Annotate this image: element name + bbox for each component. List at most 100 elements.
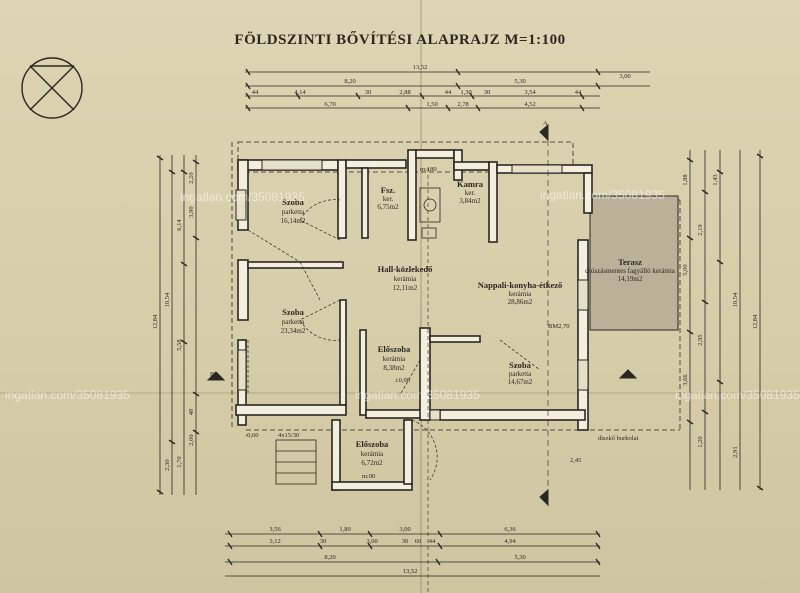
svg-text:13,52: 13,52 — [413, 64, 428, 71]
room-area: 14,67m2 — [508, 378, 533, 386]
svg-text:44: 44 — [252, 89, 259, 96]
room-name-szoba-3: Szoba — [509, 360, 531, 370]
left-dimension-lines — [156, 155, 200, 495]
north-arrow-icon — [21, 57, 83, 119]
watermark-text: ingatlan.com/35081935 — [675, 388, 800, 402]
room-area: 3,84m2 — [459, 197, 481, 205]
room-material: kerámia — [394, 275, 417, 283]
svg-text:13,52: 13,52 — [403, 568, 418, 575]
svg-text:2,91: 2,91 — [732, 446, 739, 457]
walls — [235, 149, 593, 491]
bathroom-fixtures — [419, 187, 441, 239]
room-material: parketta — [509, 370, 532, 378]
bottom-dimension-labels: 3,56 1,80 3,00 6,36 3,12 30 3,00 30 60 4… — [269, 526, 525, 575]
svg-text:1,80: 1,80 — [339, 526, 350, 533]
svg-text:12,84: 12,84 — [152, 314, 159, 329]
svg-text:5,00: 5,00 — [682, 264, 689, 275]
svg-text:3,00: 3,00 — [399, 526, 410, 533]
room-name-kamra: Kamra — [457, 179, 484, 189]
slope-note: 2,45 — [570, 457, 581, 464]
door-swings — [247, 199, 541, 481]
svg-text:2,78: 2,78 — [457, 101, 468, 108]
section-marker-icon — [206, 123, 638, 507]
room-material: kerámia — [509, 290, 532, 298]
room-name-szoba-2: Szoba — [282, 307, 304, 317]
svg-text:6,36: 6,36 — [504, 526, 516, 533]
room-material: ker. — [383, 195, 394, 203]
room-material: ker. — [465, 189, 476, 197]
room-area: 8,38m2 — [383, 364, 405, 372]
watermark-text: ingatlan.com/35081935 — [540, 188, 665, 202]
svg-text:3,90: 3,90 — [188, 206, 195, 217]
svg-text:44: 44 — [445, 89, 452, 96]
room-area: 14,19m2 — [618, 275, 643, 283]
entrance-stairs — [275, 439, 317, 485]
svg-text:44: 44 — [575, 89, 582, 96]
room-name-hall: Hall-közlekedő — [378, 264, 433, 274]
room-name-terasz: Terasz — [618, 257, 642, 267]
svg-text:2,19: 2,19 — [697, 224, 704, 235]
svg-text:5,30: 5,30 — [514, 78, 525, 85]
plan-notes: 4x15/30 -0,60 BM2,70 diszkő burkolat 2,4… — [210, 120, 638, 480]
watermark-text: ingatlan.com/35081935 — [355, 388, 480, 402]
section-b-label: B — [210, 371, 215, 378]
svg-text:10,54: 10,54 — [164, 292, 171, 307]
paper-fold-horizontal — [0, 392, 800, 394]
level-zero-note: ±0,00 — [395, 377, 410, 384]
svg-text:3,54: 3,54 — [524, 89, 536, 96]
left-dimension-labels: 12,84 10,54 6,14 5,58 3,90 2,20 2,30 1,7… — [152, 172, 195, 470]
svg-text:1,20: 1,20 — [697, 436, 704, 447]
beam-note: BM2,70 — [548, 323, 570, 330]
svg-text:4,52: 4,52 — [524, 101, 535, 108]
watermark-text: ingatlan.com/35081935 — [180, 190, 305, 204]
room-area: 6,72m2 — [361, 459, 383, 467]
svg-text:3,66: 3,66 — [682, 374, 689, 386]
svg-text:1,70: 1,70 — [176, 456, 183, 467]
svg-text:8,20: 8,20 — [344, 78, 355, 85]
svg-text:2,00: 2,00 — [188, 434, 195, 445]
room-area: 6,75m2 — [377, 203, 399, 211]
room-area: 12,11m2 — [393, 284, 418, 292]
svg-text:60: 60 — [415, 538, 422, 545]
svg-text:2,95: 2,95 — [697, 334, 704, 345]
room-labels: Szoba parketta 16,14m2 Fsz. ker. 6,75m2 … — [281, 179, 676, 467]
top-dimension-lines — [245, 68, 650, 112]
svg-text:6,70: 6,70 — [324, 101, 335, 108]
svg-text:2,20: 2,20 — [188, 172, 195, 183]
room-name-eloszoba-2: Előszoba — [356, 439, 389, 449]
svg-text:44: 44 — [429, 538, 436, 545]
section-a-label: A — [543, 120, 548, 127]
room-material: csúszásmentes fagyálló kerámia — [585, 267, 676, 275]
room-name-fsz: Fsz. — [381, 185, 395, 195]
svg-text:48: 48 — [188, 409, 195, 416]
svg-text:2,30: 2,30 — [164, 459, 171, 470]
terrace-area — [589, 195, 679, 331]
svg-text:30: 30 — [365, 89, 372, 96]
room-material: kerámia — [383, 355, 406, 363]
room-area: 16,14m2 — [281, 217, 306, 225]
room-material: kerámia — [361, 450, 384, 458]
cladding-note: diszkő burkolat — [598, 435, 638, 442]
svg-text:5,30: 5,30 — [514, 554, 525, 561]
door-m180-note: m:180 — [420, 166, 437, 173]
svg-text:3,12: 3,12 — [269, 538, 280, 545]
svg-text:1,88: 1,88 — [682, 174, 689, 185]
svg-text:6,14: 6,14 — [176, 219, 183, 231]
svg-text:30: 30 — [402, 538, 409, 545]
svg-text:30: 30 — [484, 89, 491, 96]
plan-title: FÖLDSZINTI BŐVÍTÉSI ALAPRAJZ M=1:100 — [234, 32, 566, 48]
svg-text:3,00: 3,00 — [366, 538, 377, 545]
right-dimension-lines — [686, 150, 764, 491]
svg-text:5,58: 5,58 — [176, 339, 183, 350]
svg-text:1,50: 1,50 — [426, 101, 437, 108]
room-name-eloszoba-1: Előszoba — [378, 344, 411, 354]
door-m90-note: m:90 — [362, 473, 375, 480]
svg-text:3,00: 3,00 — [619, 73, 630, 80]
room-name-szoba-1: Szoba — [282, 197, 304, 207]
room-material: parketta — [282, 208, 305, 216]
room-name-nappali: Nappali-konyha-étkező — [478, 280, 563, 290]
paper-fold-vertical — [420, 0, 422, 593]
room-material: parketta — [282, 318, 305, 326]
